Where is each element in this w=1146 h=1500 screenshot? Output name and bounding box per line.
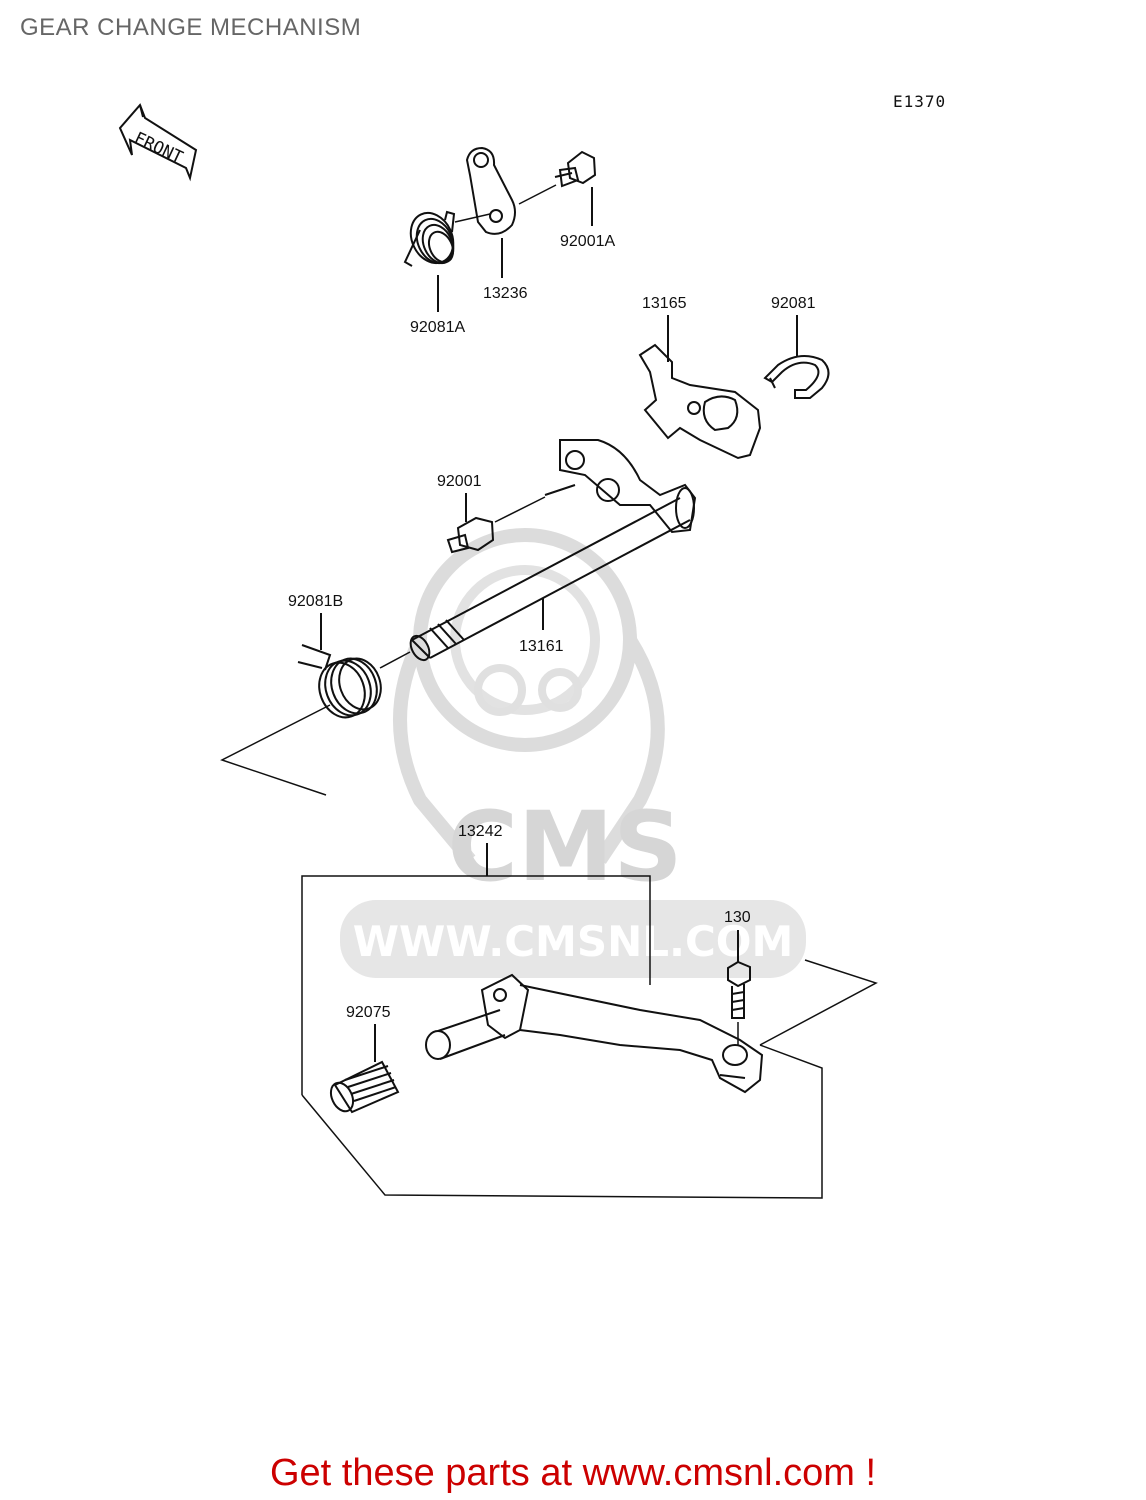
footer-promo[interactable]: Get these parts at www.cmsnl.com !	[269, 1452, 877, 1494]
label-92081b: 92081B	[288, 593, 343, 610]
label-13165: 13165	[642, 295, 687, 312]
spring-92081a	[403, 210, 456, 267]
label-92081a: 92081A	[410, 319, 465, 336]
clip-92081	[763, 355, 830, 399]
lever-13236	[465, 146, 516, 235]
front-arrow-icon: FRONT	[118, 103, 198, 182]
shift-pedal	[425, 973, 764, 1094]
plate-13165	[638, 343, 762, 460]
label-92075: 92075	[346, 1004, 391, 1021]
page-title: GEAR CHANGE MECHANISM	[20, 14, 362, 41]
label-13236: 13236	[483, 285, 528, 302]
label-13161: 13161	[519, 638, 564, 655]
label-92081: 92081	[771, 295, 816, 312]
shaft-13161	[409, 439, 697, 662]
spring-92081b	[297, 644, 382, 719]
label-92001: 92001	[437, 473, 482, 490]
watermark-brand: CMS	[447, 791, 682, 903]
rubber-92075	[329, 1060, 400, 1114]
bolt-92001	[446, 516, 495, 554]
bolt-130	[727, 960, 751, 1019]
label-92001a: 92001A	[560, 233, 615, 250]
label-130: 130	[724, 909, 751, 926]
diagram-code: E1370	[893, 92, 946, 111]
label-13242: 13242	[458, 823, 503, 840]
front-label: FRONT	[131, 128, 186, 168]
watermark-url: WWW.CMSNL.COM	[353, 917, 794, 966]
bolt-92001a	[554, 150, 597, 188]
cms-watermark: CMS WWW.CMSNL.COM	[340, 528, 806, 978]
